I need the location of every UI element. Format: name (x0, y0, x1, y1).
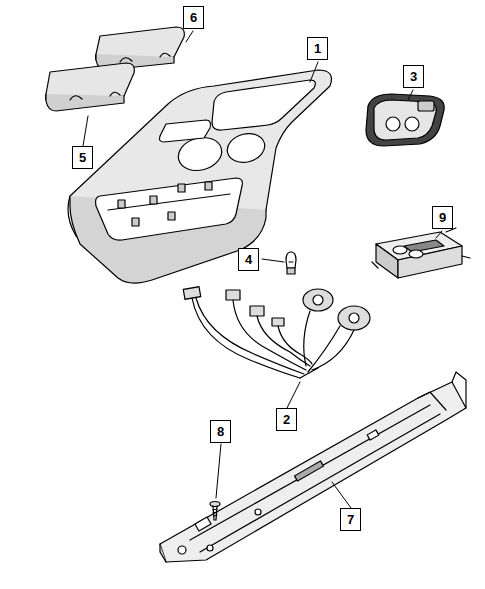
callout-number: 8 (210, 420, 231, 443)
harness-2 (183, 287, 370, 378)
callout-number: 4 (238, 248, 259, 271)
callout-number: 9 (432, 206, 453, 229)
console-1 (68, 70, 332, 283)
callout-number: 3 (403, 65, 424, 88)
bracket-7 (160, 372, 466, 562)
remote-3 (366, 94, 444, 146)
callout-number: 1 (307, 37, 328, 60)
screw-8 (210, 502, 220, 521)
callout-number: 6 (183, 6, 204, 29)
bulb-4 (286, 252, 296, 274)
lid-5 (46, 63, 135, 111)
lid-6 (96, 27, 185, 70)
module-9 (372, 228, 470, 278)
callout-number: 7 (340, 508, 361, 531)
leader-lines (83, 31, 442, 508)
callout-number: 2 (276, 408, 297, 431)
callout-number: 5 (72, 146, 93, 169)
